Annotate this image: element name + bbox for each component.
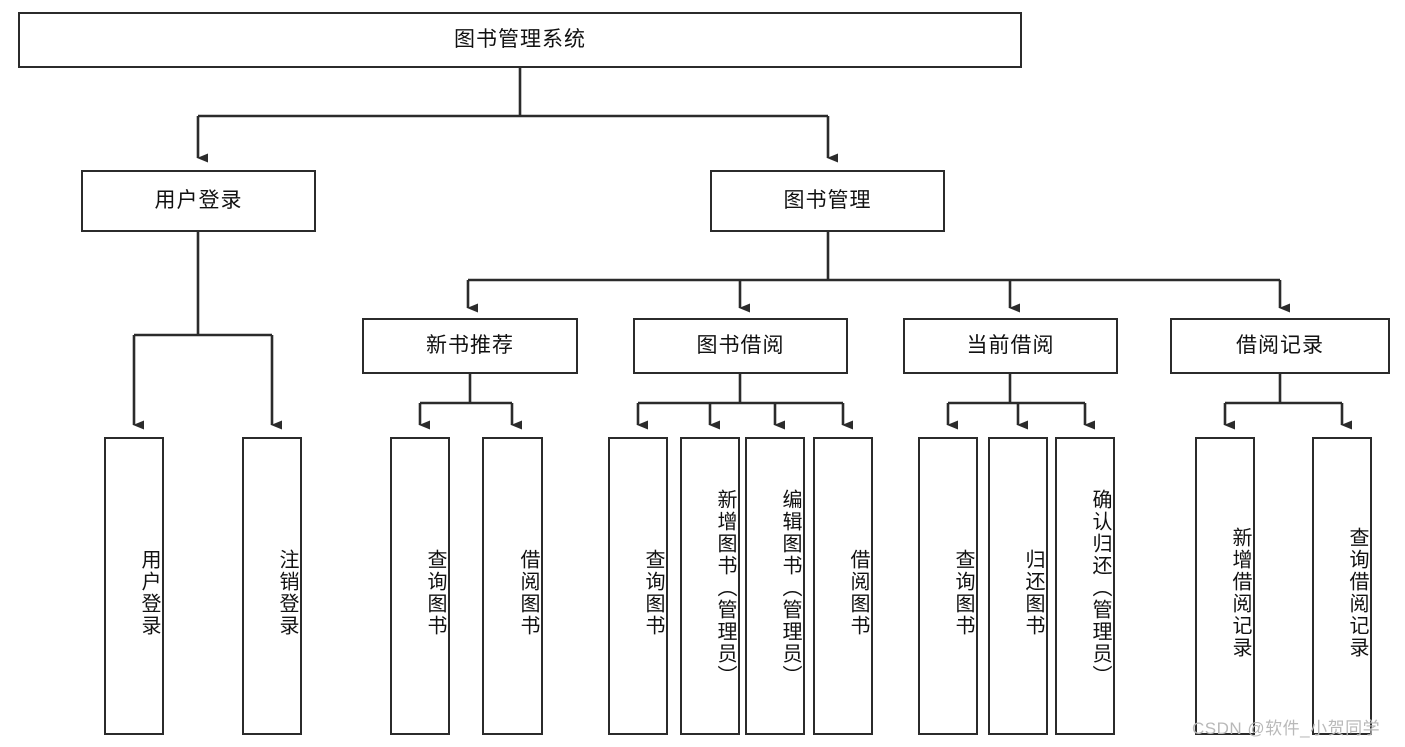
node-label: 借阅记录	[1236, 334, 1324, 358]
node-current-borrow[interactable]: 当前借阅	[903, 318, 1118, 374]
node-label: 图书管理	[783, 189, 872, 213]
node-label: 用户登录	[154, 189, 243, 213]
leaf-query-borrow-record[interactable]: 查询借阅记录	[1312, 437, 1372, 735]
node-book-borrow[interactable]: 图书借阅	[633, 318, 848, 374]
leaf-add-borrow-record[interactable]: 新增借阅记录	[1195, 437, 1255, 735]
node-system-title[interactable]: 图书管理系统	[18, 12, 1022, 68]
node-label: 新增图书（管理员）	[714, 489, 736, 687]
node-book-management[interactable]: 图书管理	[710, 170, 945, 232]
node-label: 用户登录	[138, 549, 160, 637]
leaf-add-book-admin[interactable]: 新增图书（管理员）	[680, 437, 740, 735]
node-label: 编辑图书（管理员）	[779, 489, 801, 687]
leaf-query-book-2[interactable]: 查询图书	[608, 437, 668, 735]
node-label: 借阅图书	[847, 549, 869, 637]
leaf-query-book-1[interactable]: 查询图书	[390, 437, 450, 735]
node-label: 新增借阅记录	[1229, 527, 1251, 659]
node-label: 查询图书	[424, 549, 446, 637]
node-label: 图书借阅	[696, 334, 785, 358]
leaf-confirm-return-admin[interactable]: 确认归还（管理员）	[1055, 437, 1115, 735]
leaf-borrow-book-2[interactable]: 借阅图书	[813, 437, 873, 735]
node-borrow-record[interactable]: 借阅记录	[1170, 318, 1390, 374]
node-label: 查询图书	[642, 549, 664, 637]
node-label: 归还图书	[1022, 549, 1044, 637]
leaf-edit-book-admin[interactable]: 编辑图书（管理员）	[745, 437, 805, 735]
node-label: 查询图书	[952, 549, 974, 637]
node-label: 当前借阅	[966, 334, 1055, 358]
leaf-borrow-book-1[interactable]: 借阅图书	[482, 437, 543, 735]
leaf-return-book[interactable]: 归还图书	[988, 437, 1048, 735]
node-user-login[interactable]: 用户登录	[81, 170, 316, 232]
node-label: 新书推荐	[426, 334, 514, 358]
node-new-book-recommend[interactable]: 新书推荐	[362, 318, 578, 374]
csdn-watermark: CSDN @软件_小贺同学	[1192, 719, 1381, 738]
node-label: 图书管理系统	[454, 28, 586, 52]
node-label: 借阅图书	[517, 549, 539, 637]
leaf-query-book-3[interactable]: 查询图书	[918, 437, 978, 735]
node-label: 确认归还（管理员）	[1089, 489, 1111, 687]
node-label: 注销登录	[276, 549, 298, 637]
leaf-logout-login[interactable]: 注销登录	[242, 437, 302, 735]
leaf-user-login[interactable]: 用户登录	[104, 437, 164, 735]
node-label: 查询借阅记录	[1346, 527, 1368, 659]
